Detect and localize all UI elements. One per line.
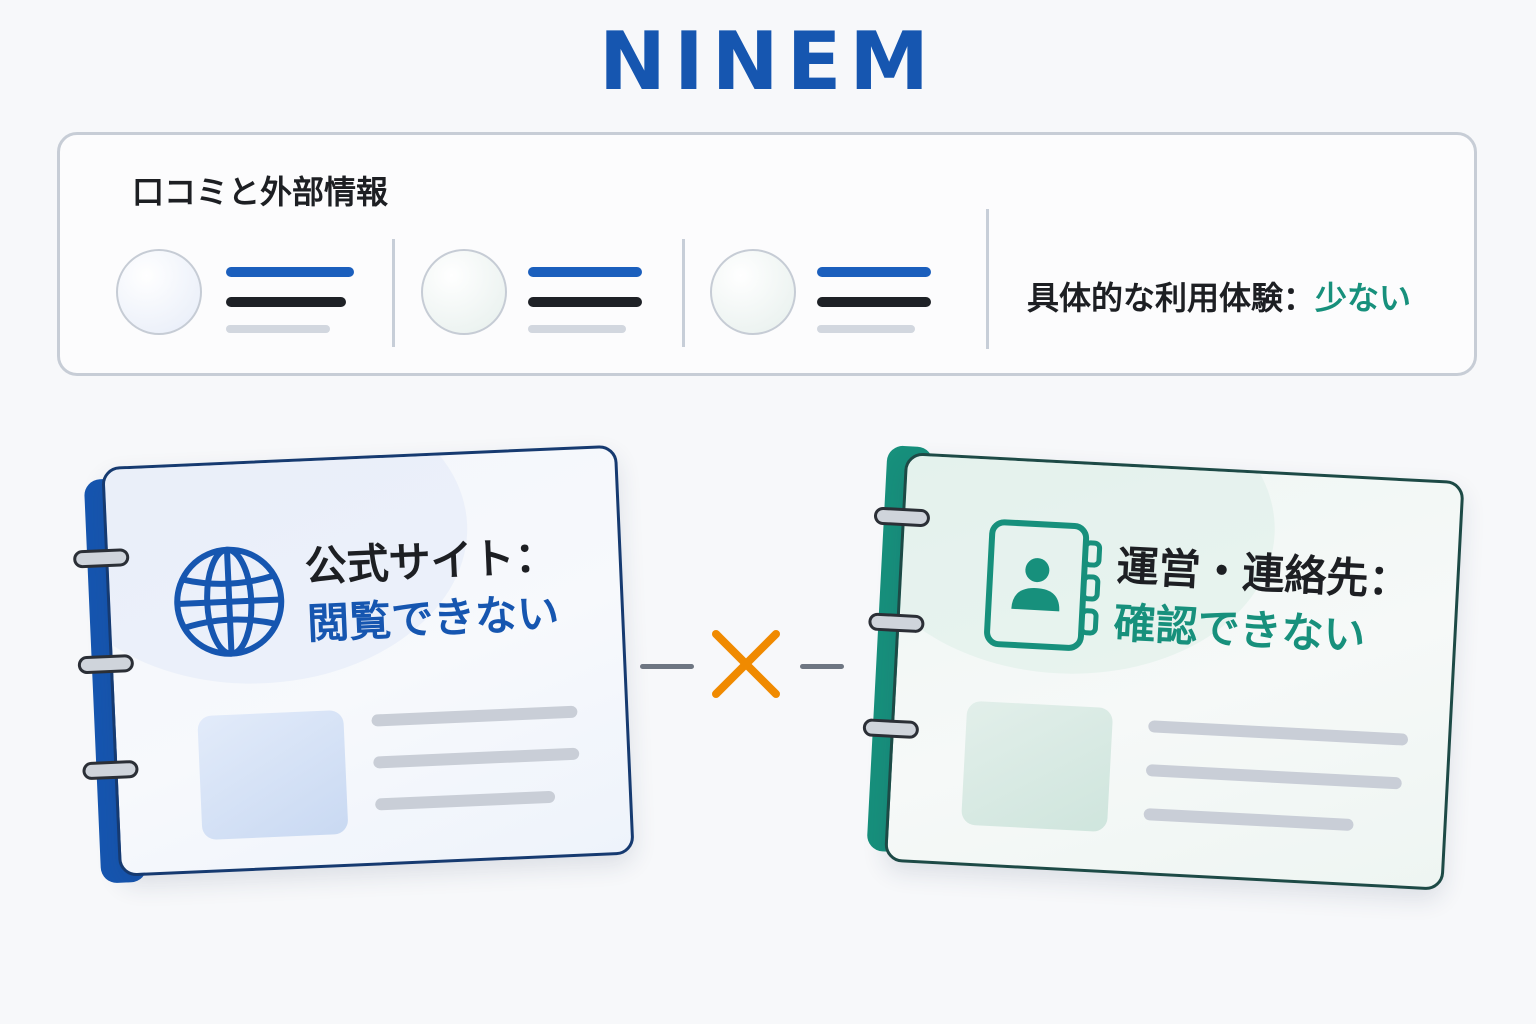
divider	[986, 209, 989, 349]
brand-name: NINEM	[599, 15, 937, 108]
contact-book: 運営・連絡先： 確認できない	[862, 445, 1467, 907]
x-mark-icon	[712, 630, 780, 698]
divider	[392, 239, 395, 347]
image-placeholder	[197, 709, 349, 841]
text-placeholder-line	[1145, 764, 1403, 790]
official-site-text: 公式サイト： 閲覧できない	[304, 528, 561, 652]
review-line	[528, 325, 626, 333]
contact-text: 運営・連絡先： 確認できない	[1112, 538, 1412, 667]
text-placeholder-line	[1148, 720, 1409, 746]
binder-ring	[862, 718, 920, 740]
review-panel: 口コミと外部情報 具体的な利用体験：少ない	[57, 132, 1477, 376]
image-placeholder	[960, 700, 1114, 833]
review-item	[710, 247, 970, 337]
review-line	[817, 267, 931, 277]
official-site-label: 公式サイト：	[303, 531, 558, 592]
panel-title: 口コミと外部情報	[132, 173, 389, 211]
binder-ring	[867, 612, 925, 634]
official-site-status: 閲覧できない	[306, 588, 561, 649]
globe-icon	[174, 546, 285, 657]
binder-ring	[77, 653, 135, 675]
text-placeholder-line	[373, 747, 580, 769]
book-page: 運営・連絡先： 確認できない	[883, 452, 1465, 891]
experience-value: 少ない	[1315, 279, 1412, 317]
review-item	[421, 247, 681, 337]
experience-summary: 具体的な利用体験：少ない	[1027, 273, 1411, 319]
divider	[682, 239, 685, 347]
connector-line	[640, 664, 694, 669]
avatar	[710, 249, 796, 335]
official-site-book: 公式サイト： 閲覧できない	[72, 434, 641, 889]
contact-book-icon	[984, 519, 1103, 651]
book-page: 公式サイト： 閲覧できない	[101, 444, 635, 877]
review-item	[116, 247, 376, 337]
text-placeholder-line	[1143, 808, 1354, 832]
connector-line	[800, 664, 844, 669]
avatar	[116, 249, 202, 335]
binder-ring	[72, 548, 130, 569]
review-line	[528, 267, 642, 277]
review-line	[817, 297, 931, 307]
text-placeholder-line	[374, 790, 556, 811]
review-line	[226, 297, 346, 307]
experience-label: 具体的な利用体験：	[1027, 279, 1316, 317]
review-line	[226, 325, 330, 333]
avatar	[421, 249, 507, 335]
text-placeholder-line	[371, 705, 578, 727]
review-line	[226, 267, 354, 277]
binder-ring	[873, 506, 931, 528]
binder-ring	[82, 759, 139, 781]
brand-logo: NINEM	[0, 22, 1536, 102]
review-line	[528, 297, 642, 307]
review-line	[817, 325, 915, 333]
